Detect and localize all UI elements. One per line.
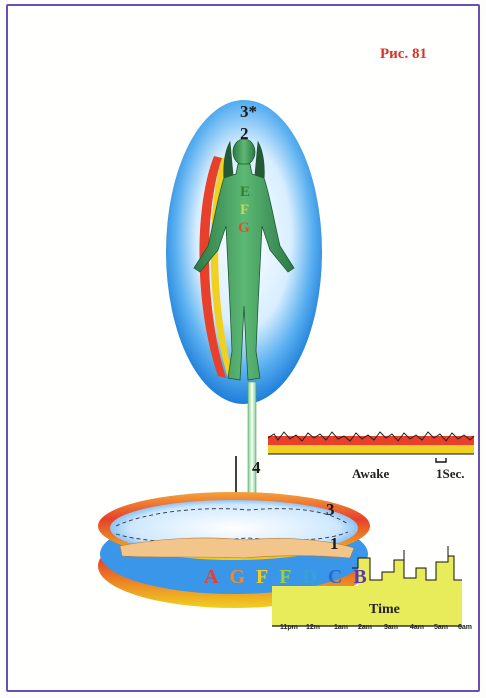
chakra-number-3-lower: 3 (326, 500, 335, 520)
time-tick-4am: 4am (410, 624, 424, 631)
scale-label: 1Sec. (436, 466, 465, 482)
lower-letter-a: A (204, 566, 221, 589)
time-tick-6am: 6am (458, 624, 472, 631)
time-axis-title: Time (369, 602, 400, 618)
chakra-number-1-lower: 1 (330, 534, 339, 554)
stem-label-4: 4 (252, 458, 261, 478)
figure-label: Рис. 81 (380, 46, 427, 63)
lower-letter-b: B (353, 566, 369, 589)
time-tick-1am: 1am (334, 624, 348, 631)
letter-e: E (240, 184, 250, 201)
awake-label: Awake (352, 466, 389, 482)
awake-eeg-strip (268, 432, 474, 462)
hypnogram-fill-upper (358, 556, 462, 586)
letter-f: F (240, 202, 249, 219)
chakra-number-2: 2 (240, 124, 249, 144)
hypnogram-fill-lower (272, 586, 462, 626)
lower-letter-f2: F (279, 566, 294, 589)
scale-bar (436, 458, 446, 462)
chakra-number-3-star: 3* (240, 102, 257, 122)
time-tick-3am: 3am (384, 624, 398, 631)
letter-g: G (238, 220, 250, 237)
time-tick-5am: 5am (434, 624, 448, 631)
time-tick-11pm: 11pm (280, 624, 298, 631)
figure-page: Рис. 81 3* 2 E F G 4 3 1 A G F F D C B A… (6, 4, 480, 692)
lower-letter-row: A G F F D C B (204, 566, 370, 589)
lower-letter-c: C (328, 566, 345, 589)
lower-letter-d: D (302, 566, 319, 589)
time-tick-2am: 2am (358, 624, 372, 631)
lower-letter-f1: F (256, 566, 271, 589)
time-tick-12m: 12m (306, 624, 320, 631)
lower-letter-g: G (229, 566, 248, 589)
sleeping-body (120, 538, 354, 558)
